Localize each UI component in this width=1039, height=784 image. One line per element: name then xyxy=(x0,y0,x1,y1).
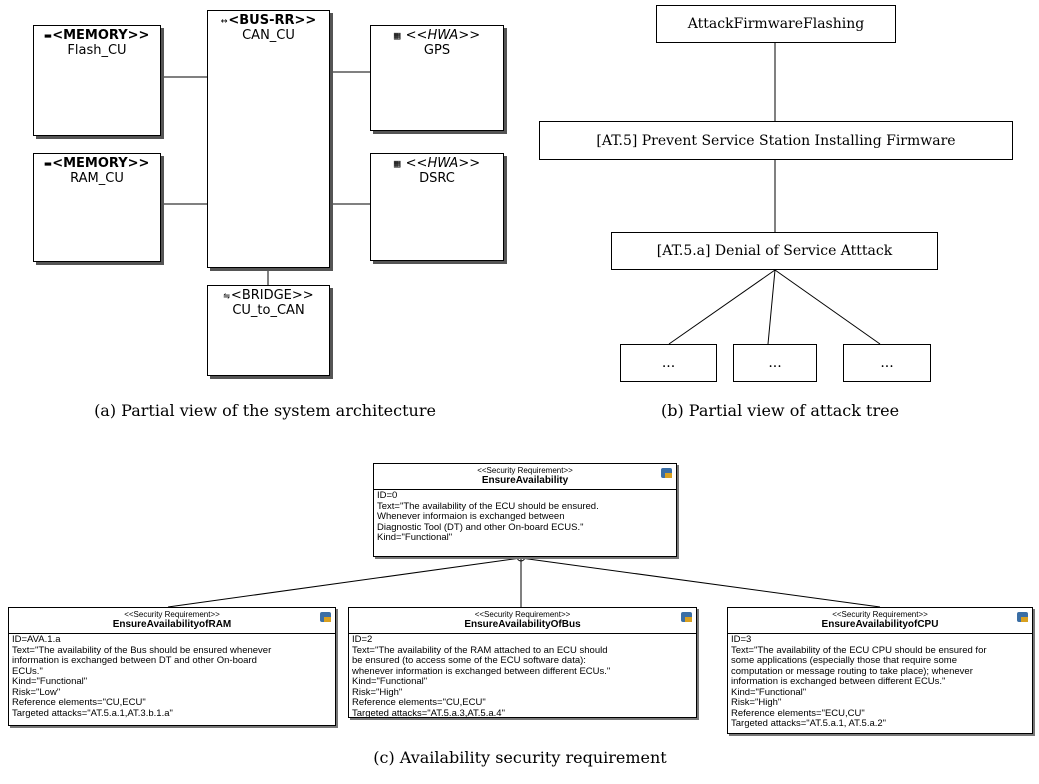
double-arrow-icon: ↔ xyxy=(220,14,228,27)
requirement-line: ID=2 xyxy=(352,634,373,645)
block-name: CAN_CU xyxy=(242,28,295,43)
stereotype: <BUS-RR>> xyxy=(228,13,317,28)
requirement-name: EnsureAvailabilityOfBus xyxy=(464,619,581,630)
requirement-line: whenever information is exchanged betwee… xyxy=(352,665,611,677)
requirement-line: information is exchanged between differe… xyxy=(731,676,946,687)
requirement-stereotype: <<Security Requirement>> xyxy=(124,610,220,619)
requirement-line: some applications (especially those that… xyxy=(731,655,958,666)
stereotype: <MEMORY>> xyxy=(52,156,150,171)
can-cu-bus-block: ↔<BUS-RR>> CAN_CU xyxy=(207,10,330,268)
memory-chip-icon: ▬ xyxy=(44,157,52,170)
requirement-line: Targeted attacks="AT.5.a.3,AT.5.a.4" xyxy=(352,707,505,719)
requirement-line: ID=3 xyxy=(731,634,752,645)
attack-leaf-node: ... xyxy=(620,344,717,382)
requirement-stereotype: <<Security Requirement>> xyxy=(477,466,573,475)
attack-leaf-node: ... xyxy=(843,344,931,382)
block-name: GPS xyxy=(423,43,451,58)
requirement-line: ECUs." xyxy=(12,665,43,677)
requirement-line: Risk="High" xyxy=(731,697,782,708)
requirement-line: Reference elements="CU,ECU" xyxy=(352,697,486,708)
block-name: RAM_CU xyxy=(70,171,124,186)
requirement-line: Targeted attacks="AT.5.a.1, AT.5.a.2" xyxy=(731,718,887,729)
requirement-line: ID=0 xyxy=(377,490,398,501)
requirement-line: be ensured (to access some of the ECU so… xyxy=(352,655,586,666)
requirement-name: EnsureAvailabilityofCPU xyxy=(821,619,939,630)
bridge-icon: ⇋ xyxy=(223,289,230,302)
block-name: Flash_CU xyxy=(67,43,127,58)
requirement-line: Reference elements="ECU,CU" xyxy=(731,707,865,719)
block-name: CU_to_CAN xyxy=(232,303,305,318)
requirement-bus: <<Security Requirement>> EnsureAvailabil… xyxy=(348,607,697,718)
requirement-icon xyxy=(1017,612,1028,622)
requirement-line: information is exchanged between DT and … xyxy=(12,655,257,666)
stereotype: <BRIDGE>> xyxy=(230,288,314,303)
stereotype: <MEMORY>> xyxy=(52,28,150,43)
dsrc-block: ▦ <<HWA>> DSRC xyxy=(370,153,504,261)
requirement-line: Diagnostic Tool (DT) and other On-board … xyxy=(377,521,584,533)
requirement-line: Kind="Functional" xyxy=(377,532,453,543)
ram-cu-block: ▬<MEMORY>> RAM_CU xyxy=(33,153,161,262)
requirement-cpu: <<Security Requirement>> EnsureAvailabil… xyxy=(727,607,1033,734)
requirement-stereotype: <<Security Requirement>> xyxy=(474,610,571,619)
stereotype: <<HWA>> xyxy=(405,156,481,171)
flash-cu-block: ▬<MEMORY>> Flash_CU xyxy=(33,25,161,136)
requirement-line: Kind="Functional" xyxy=(352,676,428,687)
requirement-line: computation or message routing to take p… xyxy=(731,665,973,677)
requirement-root: <<Security Requirement>> EnsureAvailabil… xyxy=(373,463,677,557)
requirement-name: EnsureAvailability xyxy=(481,475,569,486)
memory-chip-icon: ▬ xyxy=(44,29,52,42)
requirement-icon xyxy=(661,468,672,478)
requirement-stereotype: <<Security Requirement>> xyxy=(832,610,928,619)
block-name: DSRC xyxy=(419,171,455,186)
requirement-ram: <<Security Requirement>> EnsureAvailabil… xyxy=(8,607,336,726)
requirement-icon xyxy=(320,612,331,622)
requirement-line: Text="The availability of the RAM attach… xyxy=(352,644,608,656)
caption-requirements: (c) Availability security requirement xyxy=(373,748,667,767)
hardware-chip-icon: ▦ xyxy=(393,29,401,42)
requirement-line: ID=AVA.1.a xyxy=(12,634,61,645)
requirement-icon xyxy=(681,612,692,622)
requirement-line: Reference elements="CU,ECU" xyxy=(12,697,146,708)
requirement-line: Text="The availability of the ECU CPU sh… xyxy=(731,644,987,656)
requirement-name: EnsureAvailabilityofRAM xyxy=(112,619,232,630)
cu-to-can-bridge-block: ⇋<BRIDGE>> CU_to_CAN xyxy=(207,285,330,376)
requirement-line: Text="The availability of the Bus should… xyxy=(12,644,272,656)
requirement-line: Targeted attacks="AT.5.a.1,AT.3.b.1.a" xyxy=(12,707,173,719)
hardware-chip-icon: ▦ xyxy=(393,157,401,170)
gps-block: ▦ <<HWA>> GPS xyxy=(370,25,504,131)
requirement-line: Kind="Functional" xyxy=(12,676,88,687)
requirement-line: Risk="High" xyxy=(352,686,403,698)
caption-architecture: (a) Partial view of the system architect… xyxy=(94,401,436,420)
requirement-line: Whenever informaion is exchanged between xyxy=(377,511,565,522)
caption-attack-tree: (b) Partial view of attack tree xyxy=(660,401,900,420)
stereotype: <<HWA>> xyxy=(405,28,481,43)
attack-root-node: AttackFirmwareFlashing xyxy=(656,5,896,43)
attack-leaf-node: ... xyxy=(733,344,817,382)
attack-level2-node: [AT.5.a] Denial of Service Atttack xyxy=(611,232,938,270)
requirement-line: Text="The availability of the ECU should… xyxy=(377,500,599,512)
attack-level1-node: [AT.5] Prevent Service Station Installin… xyxy=(539,121,1013,160)
requirement-line: Kind="Functional" xyxy=(731,686,807,698)
requirement-line: Risk="Low" xyxy=(12,686,61,698)
